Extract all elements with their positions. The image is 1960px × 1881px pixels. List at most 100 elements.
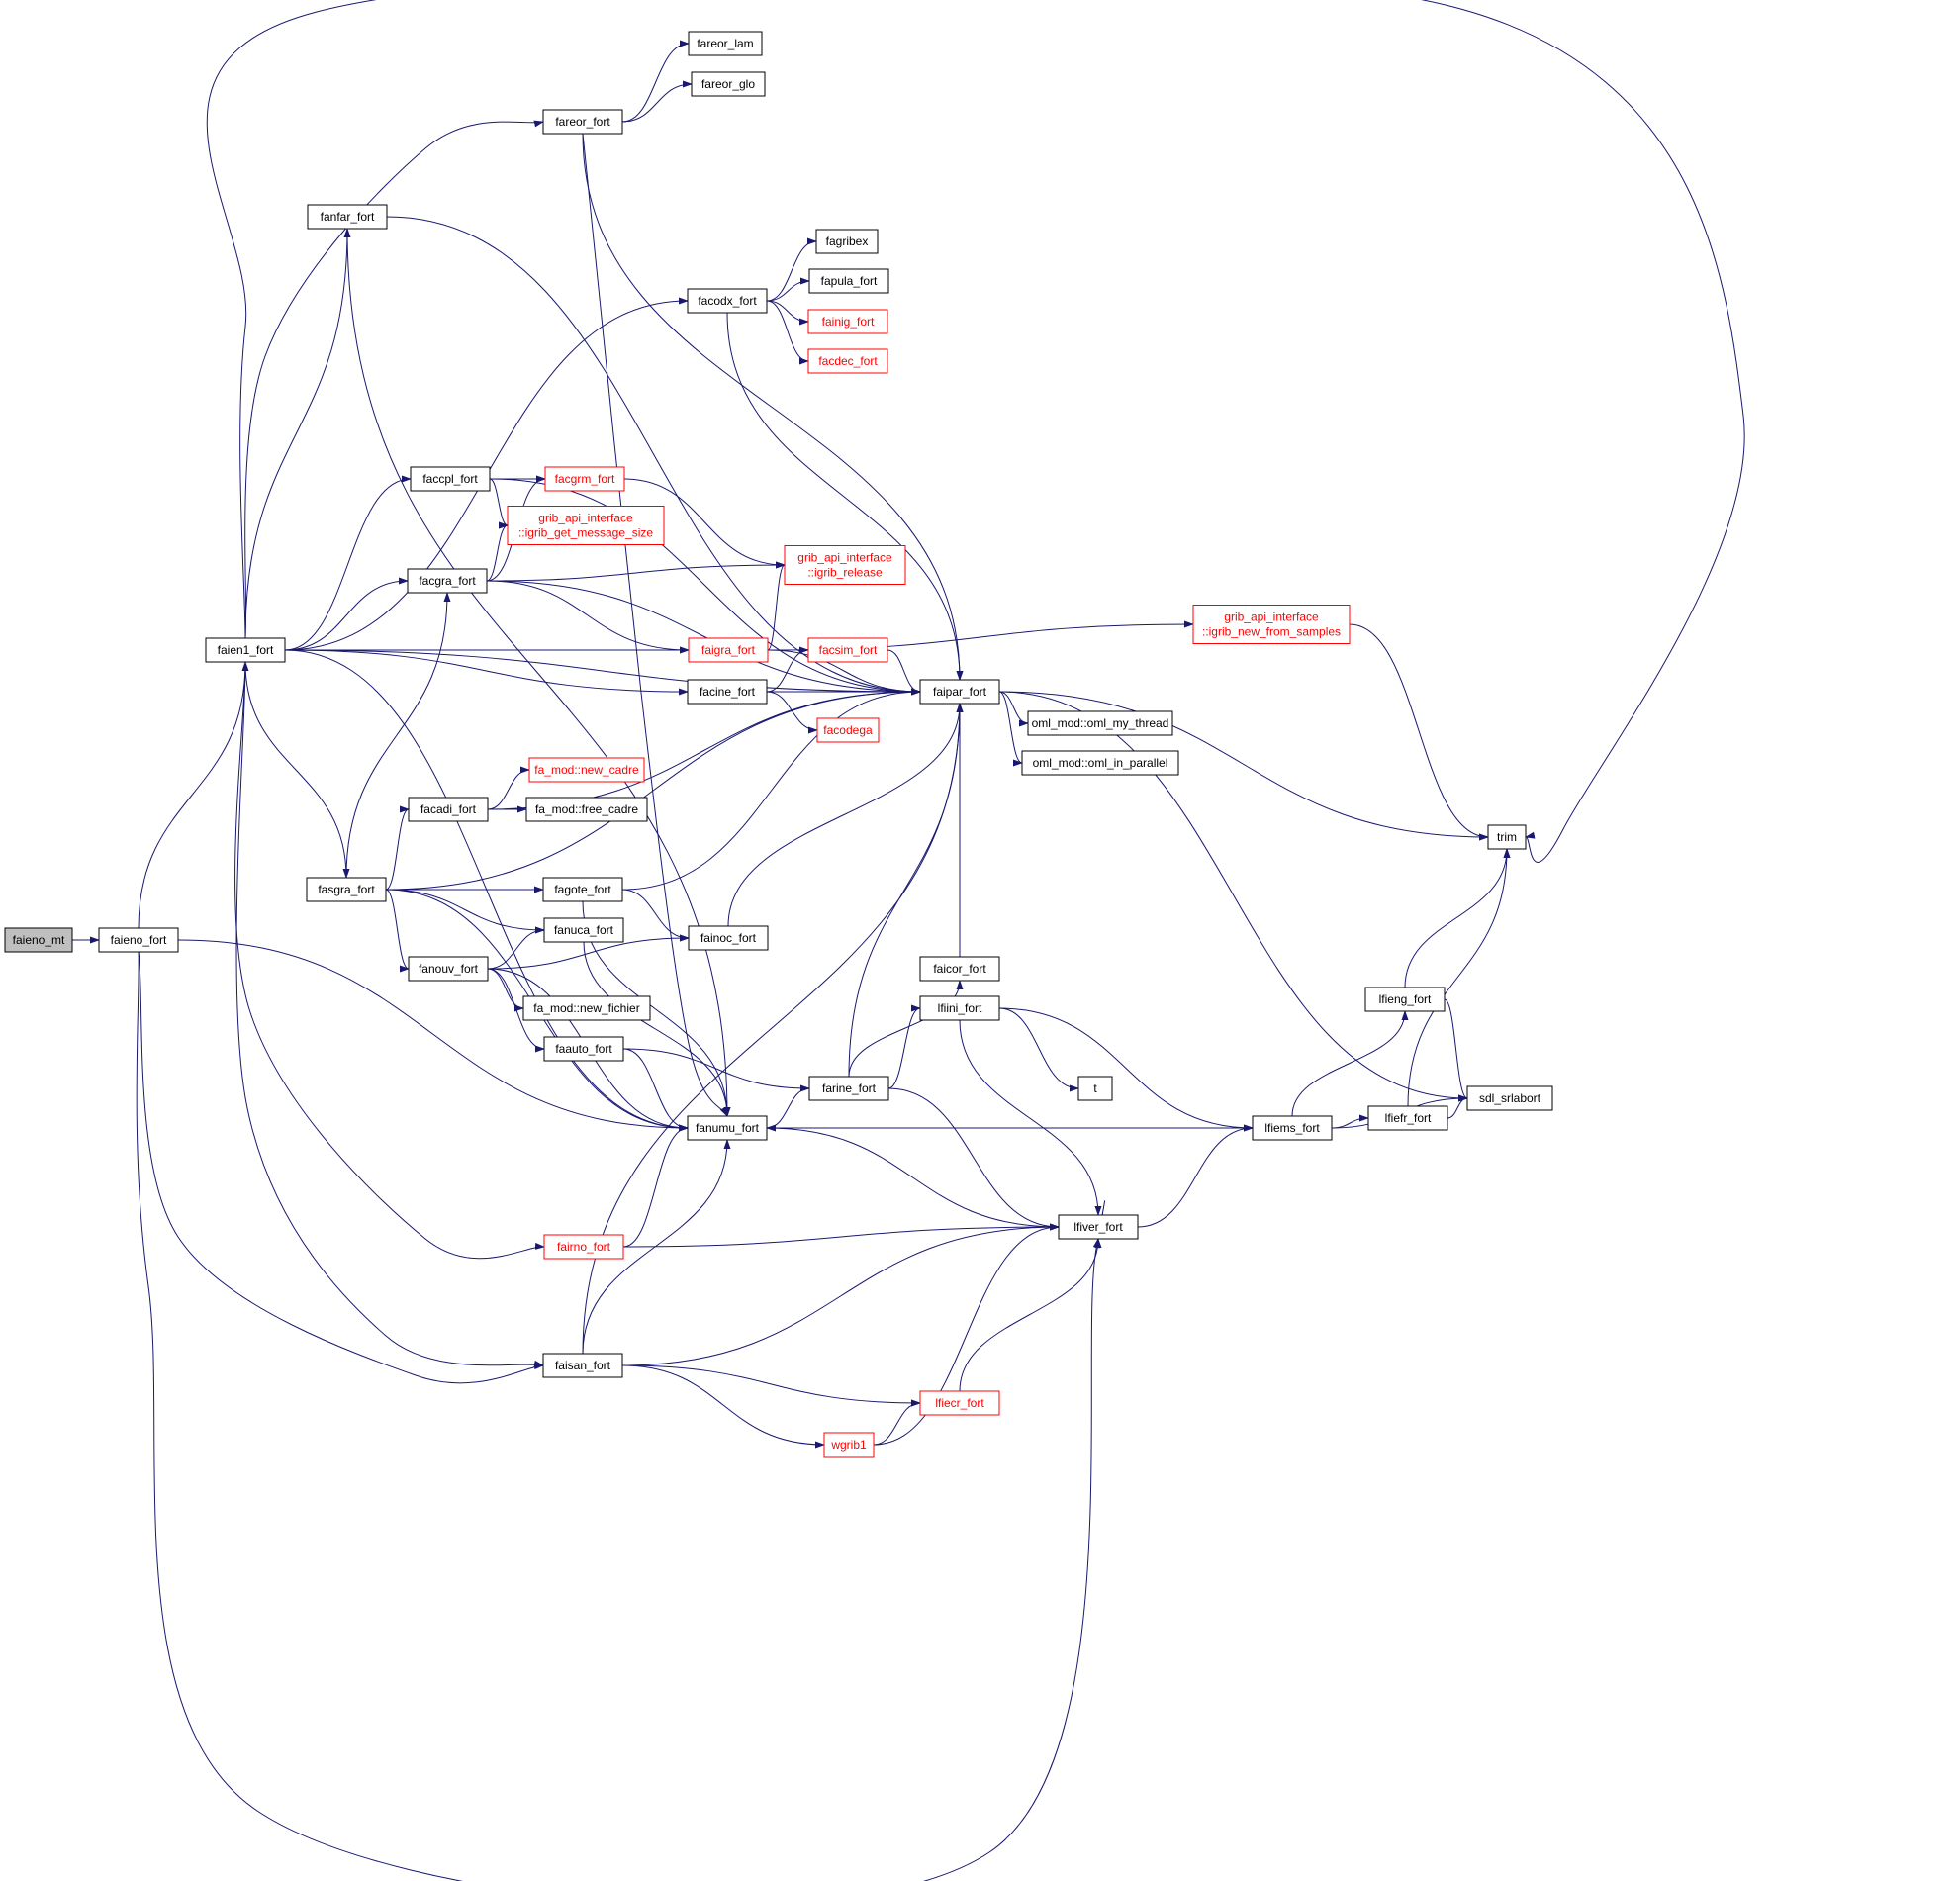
edge-facgra_fort-to-igrib_get_message_size — [486, 521, 509, 582]
edge-lfiecr_fort-to-lfiver_fort — [959, 1238, 1102, 1392]
node-sdl_srlabort[interactable]: sdl_srlabort — [1466, 1085, 1553, 1111]
edge-fasgra_fort-to-facgra_fort — [345, 592, 451, 879]
node-t[interactable]: t — [1077, 1076, 1113, 1101]
node-fanumu_fort[interactable]: fanumu_fort — [687, 1115, 768, 1141]
edge-lfieng_fort-to-sdl_srlabort — [1444, 998, 1468, 1102]
node-fanfar_fort[interactable]: fanfar_fort — [307, 204, 388, 230]
node-facsim_fort[interactable]: facsim_fort — [807, 637, 888, 663]
node-facodx_fort[interactable]: facodx_fort — [687, 288, 768, 314]
edge-lfieng_fort-to-trim — [1404, 848, 1511, 988]
edge-faien1_fort-to-faipar_fort — [284, 649, 921, 696]
edge-lfiefr_fort-to-trim — [1407, 848, 1511, 1107]
svg-text:lfiems_fort: lfiems_fort — [1264, 1121, 1320, 1135]
svg-text:lfiecr_fort: lfiecr_fort — [935, 1396, 984, 1410]
node-faccpl_fort[interactable]: faccpl_fort — [410, 466, 491, 492]
node-fasgra_fort[interactable]: fasgra_fort — [306, 877, 387, 902]
svg-text:fa_mod::new_fichier: fa_mod::new_fichier — [533, 1001, 639, 1015]
node-faieno_mt[interactable]: faieno_mt — [4, 927, 73, 953]
edge-faien1_fort-to-fareor_fort — [244, 120, 544, 639]
node-igrib_new_from_samples[interactable]: grib_api_interface::igrib_new_from_sampl… — [1192, 605, 1351, 644]
node-trim[interactable]: trim — [1487, 824, 1527, 850]
node-facadi_fort[interactable]: facadi_fort — [408, 797, 489, 822]
node-lfiefr_fort[interactable]: lfiefr_fort — [1367, 1105, 1448, 1131]
node-fainoc_fort[interactable]: fainoc_fort — [688, 925, 769, 951]
svg-text:fa_mod::free_cadre: fa_mod::free_cadre — [535, 802, 638, 816]
node-faipar_fort[interactable]: faipar_fort — [919, 679, 1000, 705]
edge-fasgra_fort-to-fanouv_fort — [385, 889, 410, 973]
node-facgra_fort[interactable]: facgra_fort — [407, 568, 488, 594]
node-lfiems_fort[interactable]: lfiems_fort — [1252, 1115, 1333, 1141]
node-fairno_fort[interactable]: fairno_fort — [543, 1234, 624, 1260]
node-lfiver_fort[interactable]: lfiver_fort — [1058, 1214, 1139, 1240]
node-lfiini_fort[interactable]: lfiini_fort — [919, 995, 1000, 1021]
edge-faien1_fort-to-fairno_fort — [234, 661, 545, 1260]
edge-fasgra_fort-to-faipar_fort — [385, 688, 921, 891]
node-free_cadre[interactable]: fa_mod::free_cadre — [525, 797, 648, 822]
edge-lfiefr_fort-to-sdl_srlabort — [1447, 1094, 1468, 1119]
node-new_cadre[interactable]: fa_mod::new_cadre — [528, 757, 645, 783]
edge-facgra_fort-to-faigra_fort — [486, 580, 690, 654]
svg-text:fagote_fort: fagote_fort — [554, 883, 611, 896]
edge-wgrib1-to-lfiver_fort — [873, 1223, 1060, 1446]
node-faicor_fort[interactable]: faicor_fort — [919, 956, 1000, 982]
svg-text:trim: trim — [1497, 830, 1517, 844]
edge-facodx_fort-to-fapula_fort — [766, 277, 810, 302]
edge-fanouv_fort-to-fanuca_fort — [487, 926, 545, 970]
node-faauto_fort[interactable]: faauto_fort — [543, 1036, 624, 1062]
node-fagribex[interactable]: fagribex — [815, 229, 879, 254]
svg-text:fareor_lam: fareor_lam — [697, 37, 753, 50]
svg-text:fareor_fort: fareor_fort — [555, 115, 610, 129]
edge-facadi_fort-to-faipar_fort — [487, 688, 921, 810]
node-fareor_lam[interactable]: fareor_lam — [688, 31, 763, 56]
edge-farine_fort-to-lfiini_fort — [887, 1004, 921, 1089]
node-oml_in_parallel[interactable]: oml_mod::oml_in_parallel — [1021, 750, 1179, 776]
node-fapula_fort[interactable]: fapula_fort — [808, 268, 889, 294]
svg-text:faicor_fort: faicor_fort — [933, 962, 986, 976]
node-facine_fort[interactable]: facine_fort — [687, 679, 768, 705]
node-igrib_get_message_size[interactable]: grib_api_interface::igrib_get_message_si… — [507, 506, 665, 545]
svg-text:facsim_fort: facsim_fort — [819, 643, 878, 657]
node-fainig_fort[interactable]: fainig_fort — [807, 309, 888, 334]
svg-text:facgra_fort: facgra_fort — [419, 574, 476, 588]
svg-text:grib_api_interface::igrib_rele: grib_api_interface::igrib_release — [797, 551, 892, 580]
node-facgrm_fort[interactable]: facgrm_fort — [544, 466, 625, 492]
node-lfieng_fort[interactable]: lfieng_fort — [1364, 987, 1446, 1012]
node-faigra_fort[interactable]: faigra_fort — [688, 637, 769, 663]
svg-text:fanuca_fort: fanuca_fort — [554, 923, 614, 937]
edge-fanuca_fort-to-fanumu_fort — [583, 941, 731, 1117]
svg-text:fagribex: fagribex — [826, 235, 869, 248]
edge-farine_fort-to-faicor_fort — [848, 980, 964, 1078]
node-oml_my_thread[interactable]: oml_mod::oml_my_thread — [1027, 710, 1173, 736]
edge-faisan_fort-to-lfiver_fort — [621, 1223, 1060, 1366]
node-faien1_fort[interactable]: faien1_fort — [205, 637, 286, 663]
node-fanouv_fort[interactable]: fanouv_fort — [408, 956, 489, 982]
node-igrib_release[interactable]: grib_api_interface::igrib_release — [784, 545, 906, 585]
node-fareor_fort[interactable]: fareor_fort — [542, 109, 623, 135]
node-lfiecr_fort[interactable]: lfiecr_fort — [919, 1390, 1000, 1416]
svg-text:facodx_fort: facodx_fort — [698, 294, 757, 308]
node-wgrib1[interactable]: wgrib1 — [823, 1432, 875, 1458]
edge-faien1_fort-to-faisan_fort — [235, 661, 544, 1367]
edge-faisan_fort-to-wgrib1 — [621, 1364, 825, 1449]
node-faisan_fort[interactable]: faisan_fort — [542, 1353, 623, 1378]
node-new_fichier[interactable]: fa_mod::new_fichier — [522, 995, 651, 1021]
edge-faien1_fort-to-faccpl_fort — [284, 475, 412, 651]
node-facodega[interactable]: facodega — [816, 717, 880, 743]
node-facdec_fort[interactable]: facdec_fort — [807, 348, 888, 374]
edge-fanumu_fort-to-lfiver_fort — [766, 1127, 1060, 1231]
svg-text:faien1_fort: faien1_fort — [218, 643, 274, 657]
node-farine_fort[interactable]: farine_fort — [808, 1076, 889, 1101]
node-faieno_fort[interactable]: faieno_fort — [98, 927, 179, 953]
node-fanuca_fort[interactable]: fanuca_fort — [543, 917, 624, 943]
edge-lfiems_fort-to-lfieng_fort — [1291, 1010, 1409, 1117]
svg-text:lfiefr_fort: lfiefr_fort — [1385, 1111, 1432, 1125]
node-fagote_fort[interactable]: fagote_fort — [542, 877, 623, 902]
svg-text:faisan_fort: faisan_fort — [555, 1359, 611, 1372]
svg-text:fainoc_fort: fainoc_fort — [700, 931, 757, 945]
edge-faieno_fort-to-fanumu_fort — [177, 939, 689, 1132]
node-fareor_glo[interactable]: fareor_glo — [691, 71, 766, 97]
svg-text:facadi_fort: facadi_fort — [420, 802, 477, 816]
edge-fagote_fort-to-fainoc_fort — [621, 889, 690, 942]
